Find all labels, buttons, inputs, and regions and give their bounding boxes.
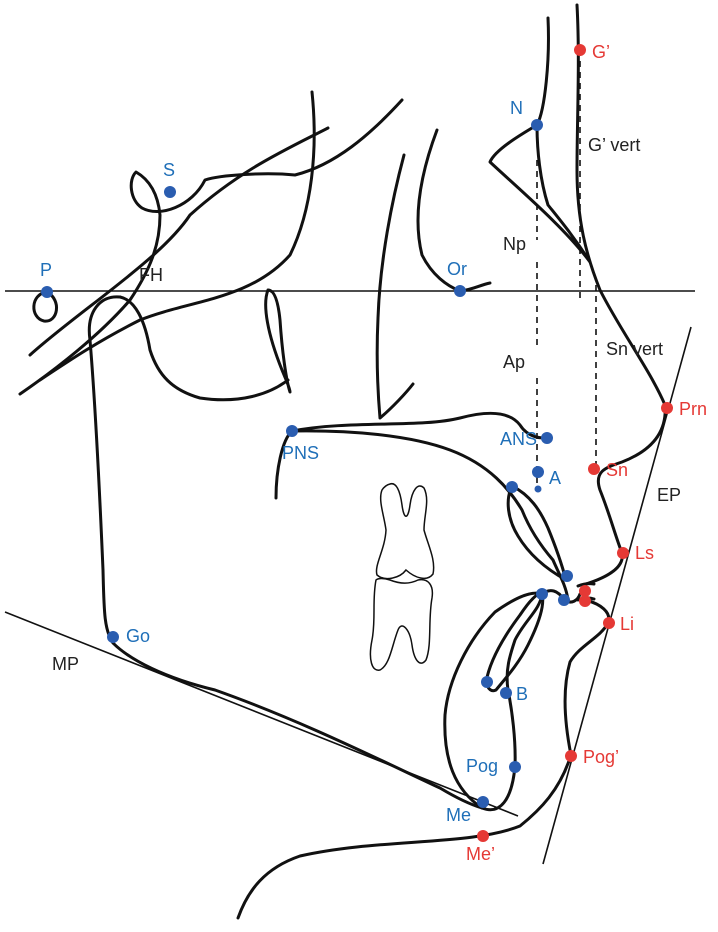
label-s: S bbox=[163, 160, 175, 180]
pterygomaxillary-fissure bbox=[264, 288, 292, 394]
landmark-ls-point bbox=[617, 547, 629, 559]
label-pog-prime: Pog’ bbox=[583, 747, 619, 767]
label-mp: MP bbox=[52, 654, 79, 674]
landmark-or-point bbox=[454, 285, 466, 297]
soft-tissue-lower-lip-chin bbox=[236, 598, 611, 920]
label-sn: Sn bbox=[606, 460, 628, 480]
landmark-go-point bbox=[107, 631, 119, 643]
label-fh: FH bbox=[139, 265, 163, 285]
landmark-me-prime-point bbox=[477, 830, 489, 842]
palate-lower bbox=[290, 429, 570, 602]
zygomatic-line bbox=[38, 90, 316, 382]
landmark-n-point bbox=[531, 119, 543, 131]
symphysis bbox=[443, 591, 544, 812]
label-a: A bbox=[549, 468, 561, 488]
skeletal-landmarks bbox=[41, 119, 573, 808]
landmark-b-point bbox=[500, 687, 512, 699]
label-n: N bbox=[510, 98, 523, 118]
orbit-contour bbox=[416, 128, 492, 293]
sphenoid-line bbox=[28, 126, 330, 357]
landmark-a-point bbox=[532, 466, 544, 478]
soft-tissue-forehead bbox=[575, 3, 667, 586]
landmark-me-point bbox=[477, 796, 489, 808]
mandibular-plane-line bbox=[4, 611, 519, 817]
label-pns: PNS bbox=[282, 443, 319, 463]
landmark-incisal-tip-point bbox=[558, 594, 570, 606]
label-p: P bbox=[40, 260, 52, 280]
label-b: B bbox=[516, 684, 528, 704]
lower-molar bbox=[369, 577, 434, 671]
landmark-a-ridge-point bbox=[506, 481, 518, 493]
maxillary-anterior-wall bbox=[375, 153, 415, 420]
label-np: Np bbox=[503, 234, 526, 254]
label-ans: ANS bbox=[500, 429, 537, 449]
landmark-lower-incisor-point bbox=[536, 588, 548, 600]
soft-tissue-landmarks bbox=[477, 44, 673, 842]
label-ls: Ls bbox=[635, 543, 654, 563]
mandible-ramus bbox=[87, 295, 484, 810]
landmark-g-prime-point bbox=[574, 44, 586, 56]
landmark-prn-point bbox=[661, 402, 673, 414]
palate-upper bbox=[274, 411, 549, 500]
label-g-vert: G’ vert bbox=[588, 135, 640, 155]
landmark-b-root-point bbox=[481, 676, 493, 688]
label-li: Li bbox=[620, 614, 634, 634]
landmark-li-point bbox=[603, 617, 615, 629]
label-sn-vert: Sn vert bbox=[606, 339, 663, 359]
cranial-base bbox=[18, 98, 404, 396]
label-pog: Pog bbox=[466, 756, 498, 776]
label-ep: EP bbox=[657, 485, 681, 505]
landmark-sn-point bbox=[588, 463, 600, 475]
upper-molar bbox=[375, 482, 435, 580]
landmark-pog-point bbox=[509, 761, 521, 773]
landmark-pog-prime-point bbox=[565, 750, 577, 762]
landmark-pns-point bbox=[286, 425, 298, 437]
label-go: Go bbox=[126, 626, 150, 646]
landmark-a-small-point bbox=[534, 485, 542, 493]
mandibular-incisor bbox=[484, 592, 545, 693]
label-me: Me bbox=[446, 805, 471, 825]
stomion-upper bbox=[576, 582, 596, 588]
landmark-p-point bbox=[41, 286, 53, 298]
label-or: Or bbox=[447, 259, 467, 279]
landmark-upper-incisor-point bbox=[561, 570, 573, 582]
landmark-stomion-lower-point bbox=[579, 595, 591, 607]
label-me-prime: Me’ bbox=[466, 844, 495, 864]
porion-ring bbox=[32, 290, 58, 323]
nasal-bone bbox=[488, 16, 592, 264]
landmark-stomion-upper-point bbox=[579, 585, 591, 597]
landmark-ans-point bbox=[541, 432, 553, 444]
landmark-s-point bbox=[164, 186, 176, 198]
condyle bbox=[118, 295, 290, 402]
label-ap: Ap bbox=[503, 352, 525, 372]
label-prn: Prn bbox=[679, 399, 707, 419]
label-g-prime: G’ bbox=[592, 42, 610, 62]
